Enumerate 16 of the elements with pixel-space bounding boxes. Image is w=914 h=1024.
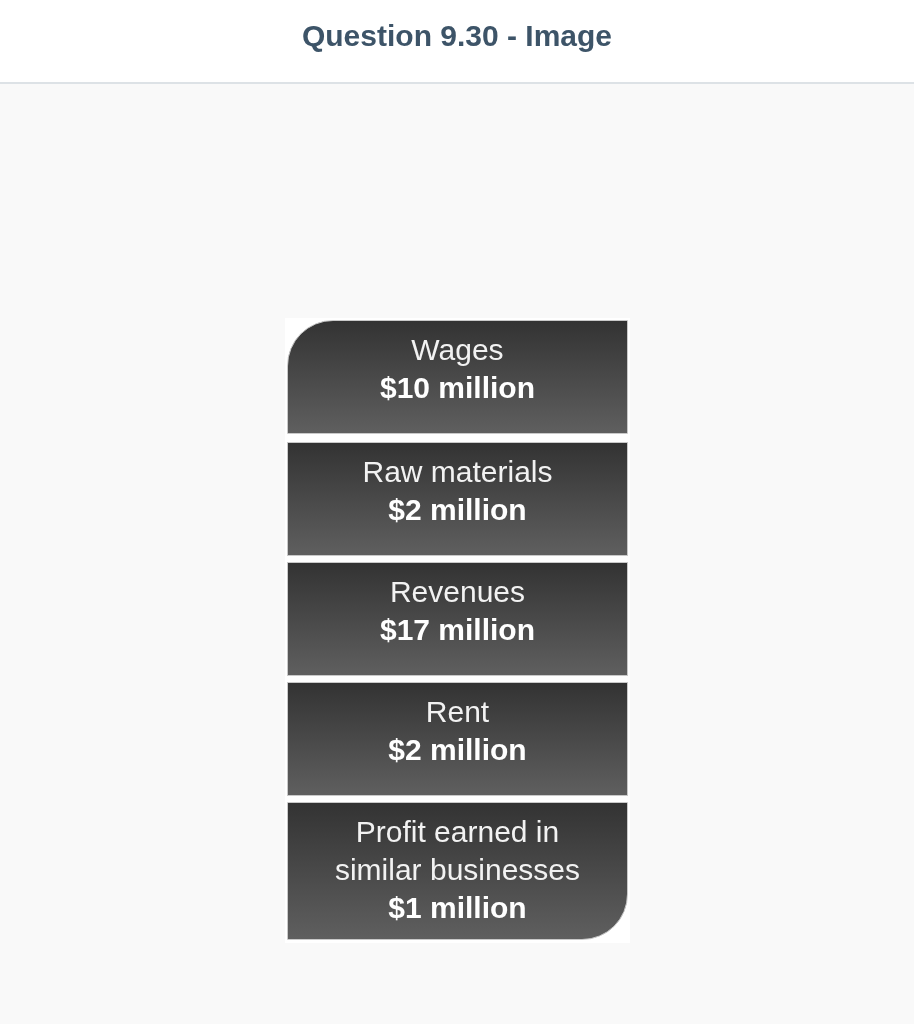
item-label: Revenues — [389, 574, 526, 610]
amount-text: $2 million — [388, 732, 527, 768]
item-label: Raw materials — [362, 454, 553, 490]
amount-text: $2 million — [388, 492, 527, 528]
cost-item-box — [287, 682, 628, 796]
amount-text: $17 million — [379, 612, 536, 648]
amount-text: $1 million — [388, 890, 527, 926]
item-label: Wages — [411, 332, 504, 368]
amount-text: $10 million — [379, 370, 536, 406]
cost-item-box — [287, 802, 628, 940]
cost-item-box — [287, 320, 628, 434]
cost-item-box — [287, 442, 628, 556]
item-label: Profit earned in similar businesses — [333, 814, 582, 888]
cost-item-box — [287, 562, 628, 676]
item-label: Rent — [425, 694, 490, 730]
page-title: Question 9.30 - Image — [301, 18, 613, 54]
